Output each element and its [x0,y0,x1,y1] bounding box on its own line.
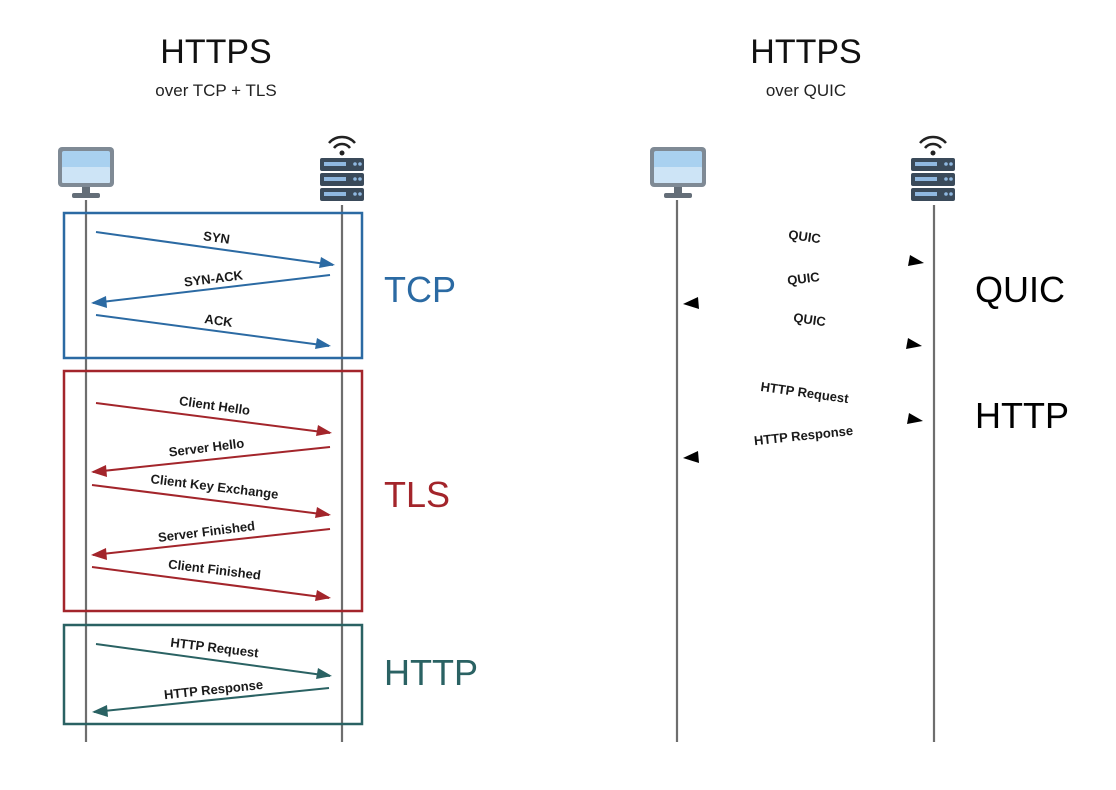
phase-http: HTTP HTTP Request HTTP Response [683,379,1069,463]
message-arrow: QUIC [792,310,922,349]
phase-box [62,623,364,726]
message-arrow: QUIC [683,269,821,309]
message-label: Server Finished [157,518,256,545]
message-label: HTTP Request [760,379,850,406]
phase-label: HTTP [384,652,478,693]
message-arrow: HTTP Response [92,677,330,717]
desktop-computer-icon [650,147,706,198]
desktop-computer-icon [58,147,114,198]
message-arrow: Client Finished [91,556,331,601]
message-label: SYN-ACK [183,267,244,289]
phase-label: TLS [384,474,450,515]
phase-http: HTTP HTTP Request HTTP Response [62,623,478,726]
message-arrow: HTTP Request [760,379,923,424]
message-arrow: ACK [95,311,331,349]
server-rack-icon [318,135,366,203]
message-arrow: HTTP Request [95,635,332,679]
panel-title: HTTPS [750,33,861,71]
message-label: Server Hello [168,435,245,459]
panel-subtitle: over QUIC [766,81,846,100]
message-label: ACK [204,311,235,330]
message-label: SYN [202,228,231,247]
message-arrow: Client Hello [95,393,332,436]
message-label: QUIC [786,269,821,288]
phase-box [62,211,364,360]
message-arrow: Client Key Exchange [91,471,331,518]
message-label: QUIC [787,227,822,246]
message-label: HTTP Response [163,677,263,702]
message-label: Client Key Exchange [150,471,279,502]
message-label: QUIC [792,310,827,329]
message-arrow: Server Hello [91,435,331,477]
panel-subtitle: over TCP + TLS [155,81,276,100]
phase-box [62,369,364,613]
message-arrow: Server Finished [91,518,331,560]
panel-quic: HTTPS over QUIC QUIC QUIC QUIC QUIC [650,33,1069,742]
phase-quic: QUIC QUIC QUIC QUIC [683,227,1065,349]
message-arrow: QUIC [787,227,924,266]
message-arrow: SYN-ACK [91,267,331,308]
phase-label: QUIC [975,269,1065,310]
phase-tls: TLS Client Hello Server Hello Client Key… [62,369,450,613]
panel-tcp-tls: HTTPS over TCP + TLS TCP SYN SYN-ACK [58,33,478,742]
message-arrow: SYN [95,228,335,268]
phase-tcp: TCP SYN SYN-ACK ACK [62,211,456,360]
phase-label: HTTP [975,395,1069,436]
message-arrow: HTTP Response [683,423,854,463]
message-label: HTTP Response [753,423,853,448]
phase-label: TCP [384,269,456,310]
server-rack-icon [909,135,957,203]
panel-title: HTTPS [160,33,271,71]
